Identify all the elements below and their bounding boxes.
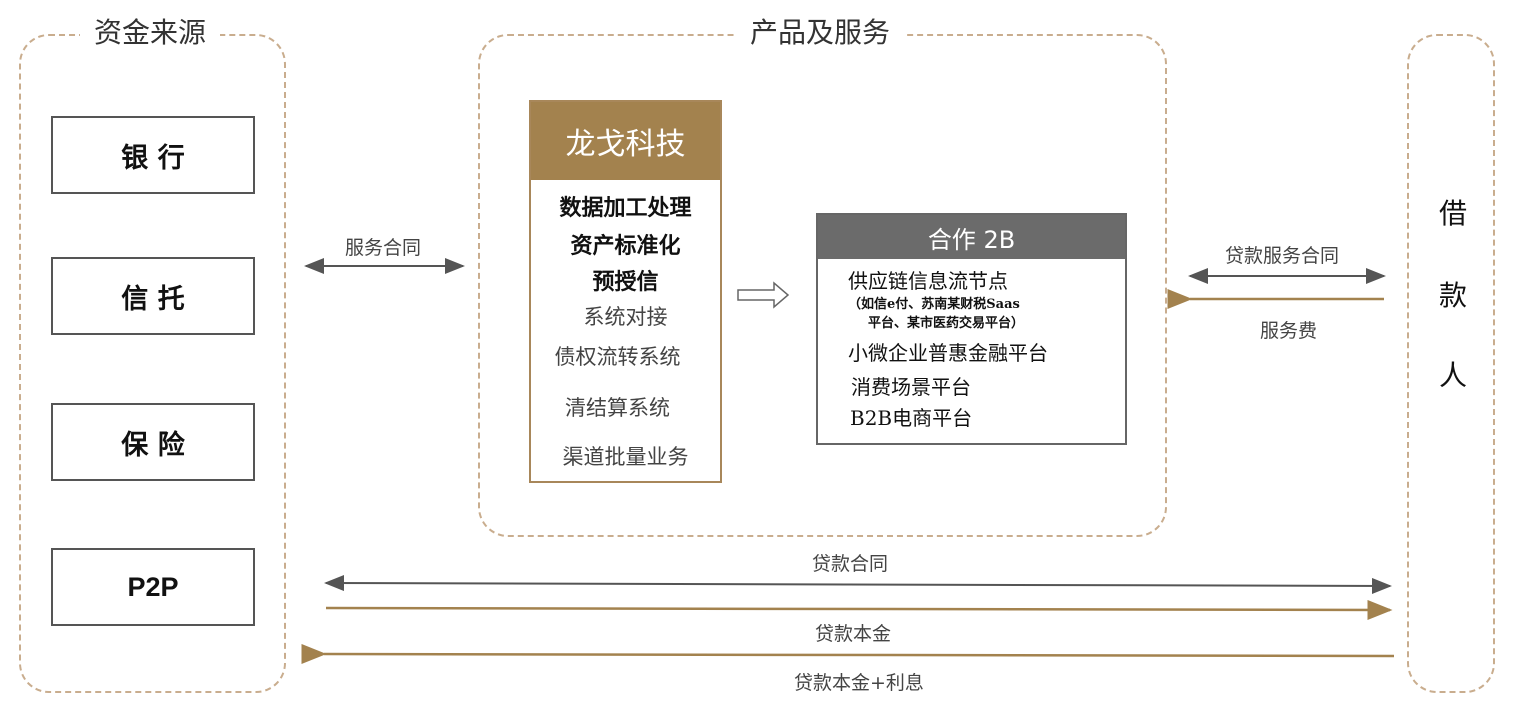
longge-item-debt-transfer: 债权流转系统 — [554, 345, 681, 369]
source-trust: 信 托 — [51, 257, 255, 335]
coop-b2b-ecommerce: B2B电商平台 — [850, 406, 973, 430]
principal-interest-arrow — [301, 643, 1395, 664]
source-p2p: P2P — [51, 548, 255, 626]
longge-item-clearing: 清结算系统 — [565, 396, 670, 420]
hollow-arrow-icon — [737, 281, 790, 309]
longge-tech-title: 龙戈科技 — [531, 102, 720, 180]
label-loan-principal: 贷款本金 — [815, 623, 892, 645]
borrower-group — [1407, 34, 1495, 693]
loan-contract-arrow — [324, 575, 1392, 594]
source-insurance: 保 险 — [51, 403, 255, 481]
label-principal-interest: 贷款本金+利息 — [794, 672, 924, 694]
cooperation-2b-box: 合作 2B 供应链信息流节点 （如信e付、苏南某财税Saas 平台、某市医药交易… — [816, 213, 1127, 445]
products-services-title: 产品及服务 — [736, 16, 905, 50]
longge-item-data-processing: 数据加工处理 — [559, 195, 692, 221]
label-loan-service-contract: 贷款服务合同 — [1225, 245, 1340, 267]
longge-item-system-integration: 系统对接 — [583, 305, 668, 329]
label-service-fee: 服务费 — [1260, 320, 1318, 342]
cooperation-2b-title: 合作 2B — [818, 215, 1125, 259]
borrower-char-1: 借 — [1438, 197, 1467, 230]
coop-supply-chain-note-2: 平台、某市医药交易平台） — [868, 316, 1025, 331]
label-loan-contract: 贷款合同 — [812, 553, 889, 575]
coop-micro-enterprise: 小微企业普惠金融平台 — [848, 341, 1048, 365]
longge-item-channel-batch: 渠道批量业务 — [562, 445, 689, 469]
longge-item-asset-standardization: 资产标准化 — [570, 233, 681, 259]
coop-consumer-scene: 消费场景平台 — [851, 375, 971, 399]
loan-principal-arrow — [325, 599, 1393, 620]
label-service-contract: 服务合同 — [345, 237, 422, 259]
source-bank: 银 行 — [51, 116, 255, 194]
borrower-char-2: 款 — [1438, 279, 1467, 312]
coop-supply-chain: 供应链信息流节点 — [848, 269, 1008, 293]
funding-sources-title: 资金来源 — [80, 16, 221, 50]
longge-tech-box: 龙戈科技 数据加工处理 资产标准化 预授信 系统对接 债权流转系统 清结算系统 … — [529, 100, 722, 483]
longge-item-pre-credit: 预授信 — [592, 269, 659, 295]
coop-supply-chain-note-1: （如信e付、苏南某财税Saas — [848, 297, 1020, 312]
borrower-char-3: 人 — [1438, 359, 1467, 392]
